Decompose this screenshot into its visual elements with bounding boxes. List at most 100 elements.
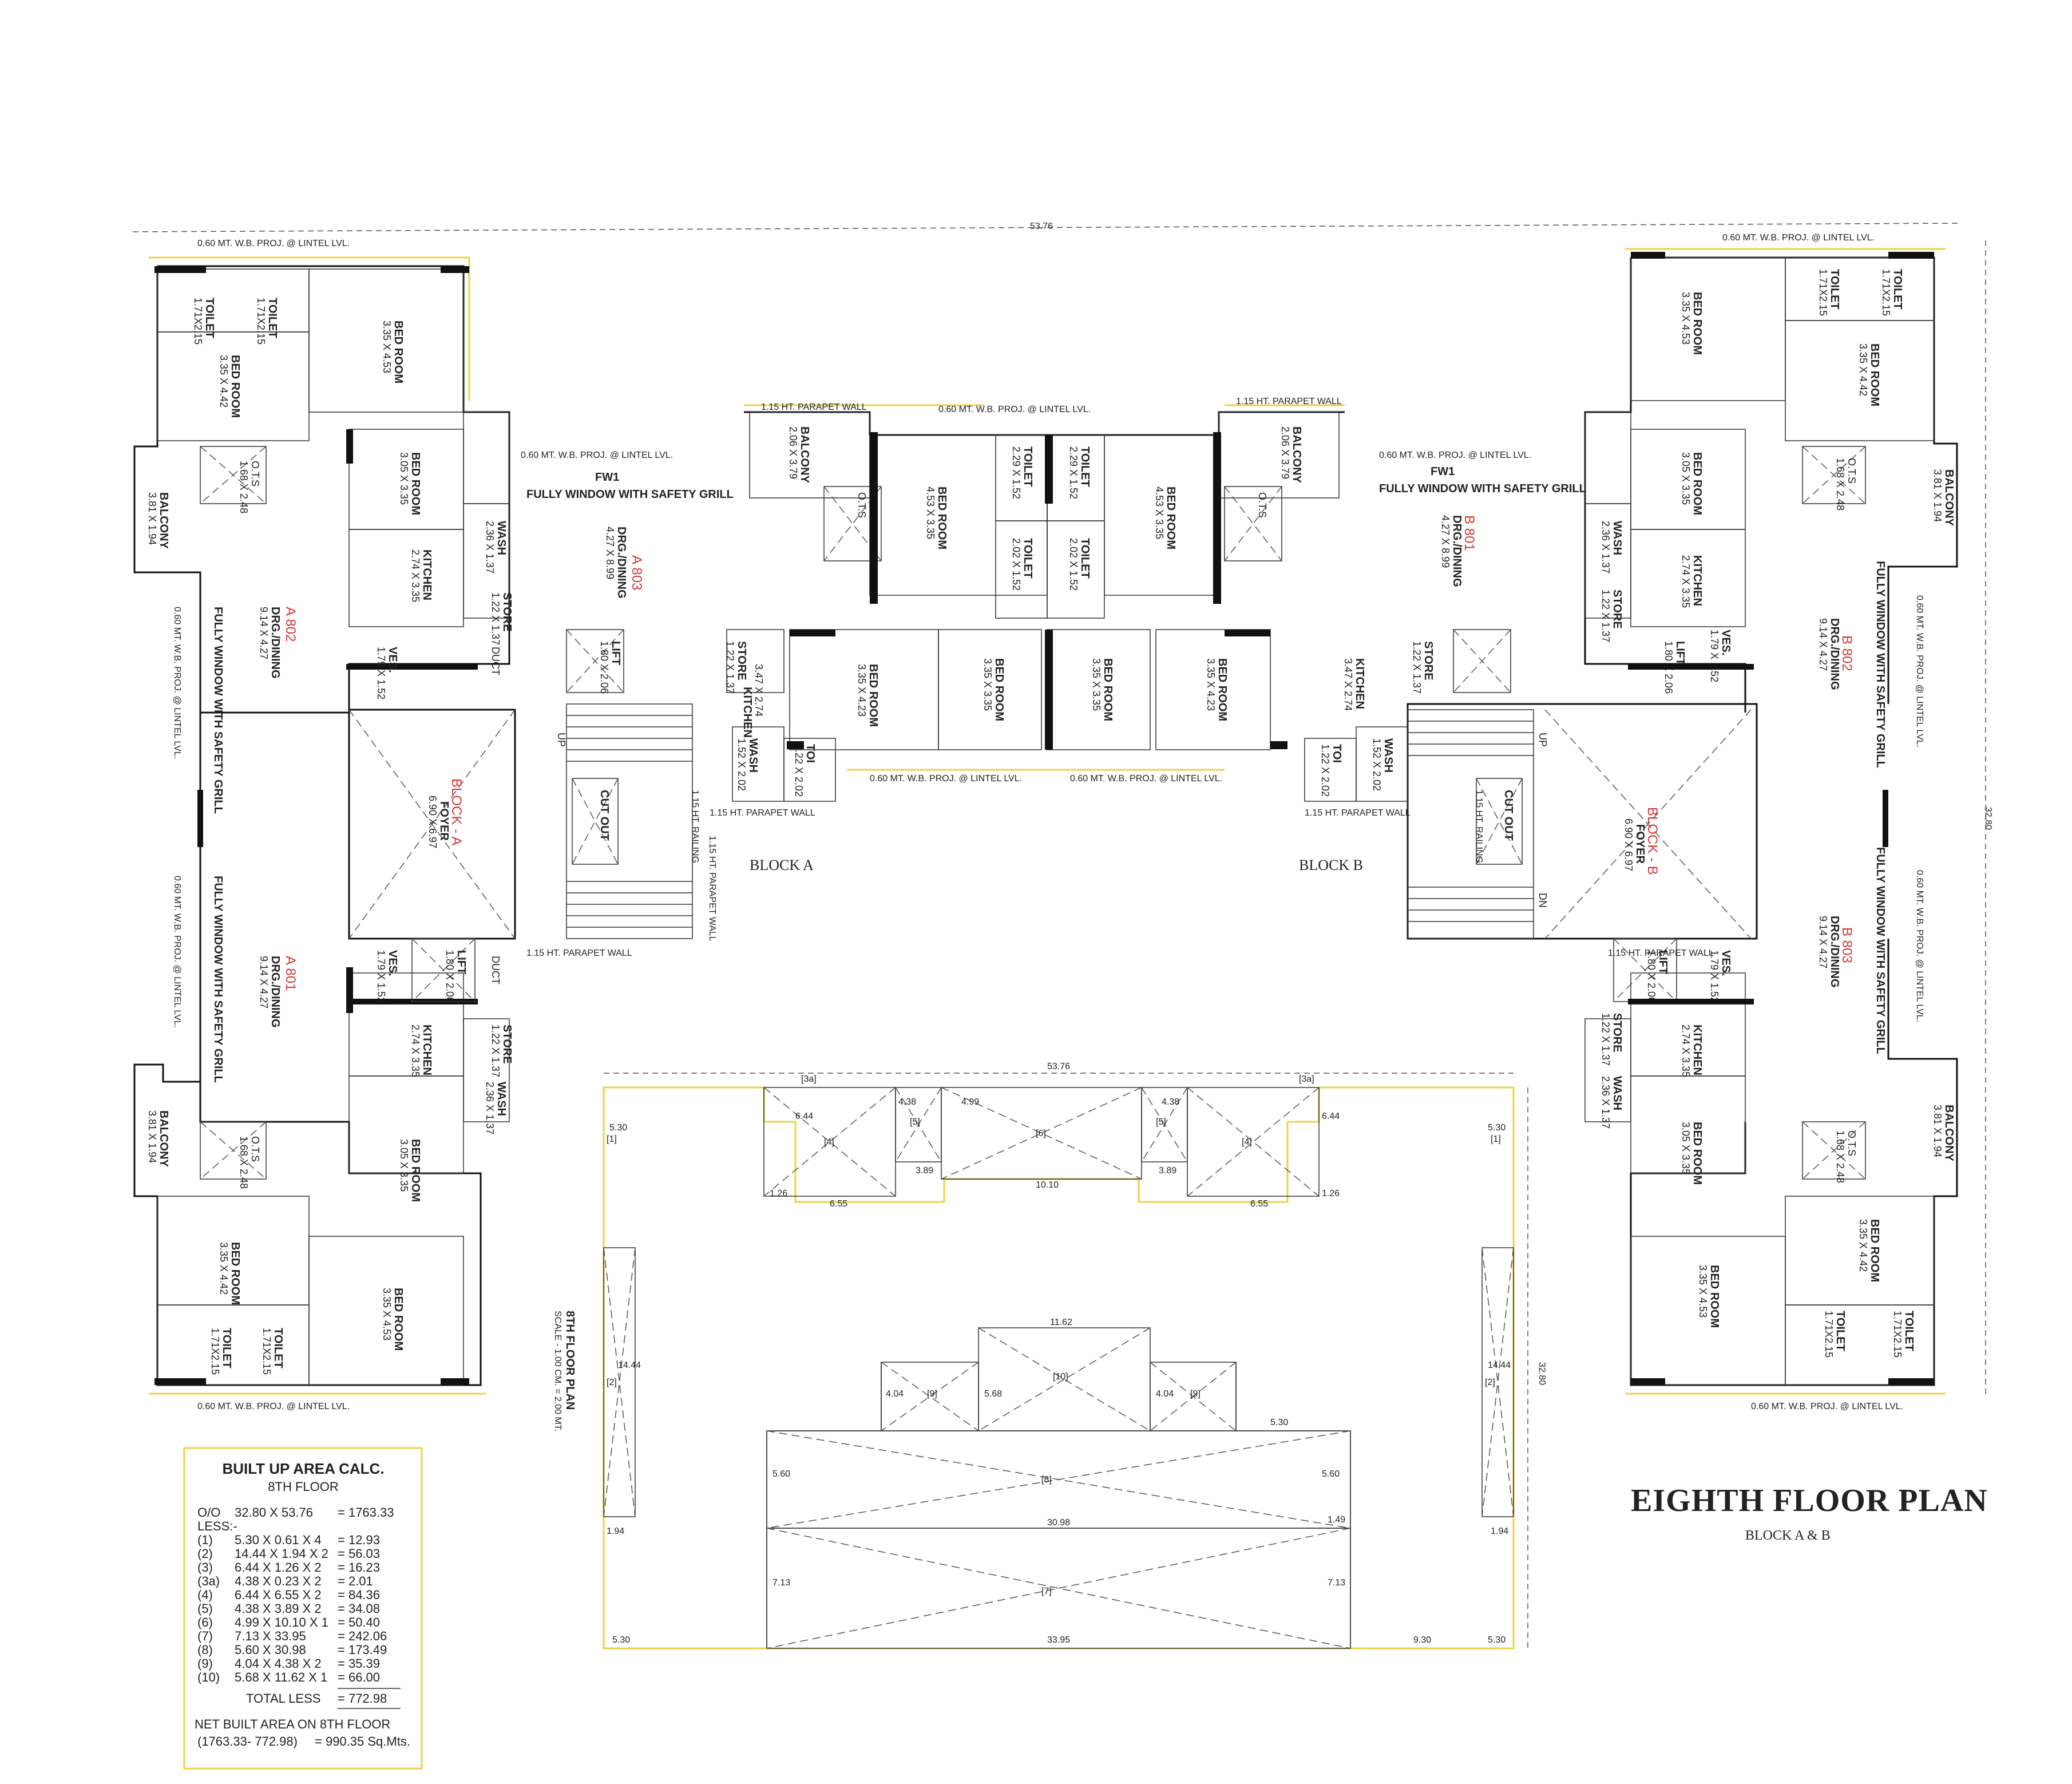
- wash-label: WASH: [1382, 738, 1394, 773]
- fully-window-note: FULLY WINDOW WITH SAFETY GRILL: [1874, 561, 1887, 768]
- calc-row-expr: 4.99 X 10.10 X 1: [235, 1615, 328, 1629]
- bedroom-label: BED ROOM: [936, 486, 948, 549]
- measure-3-89: 3.89: [1159, 1166, 1176, 1176]
- calc-row-expr: 5.30 X 0.61 X 4: [235, 1533, 322, 1547]
- fully-window-note: FULLY WINDOW WITH SAFETY GRILL: [212, 607, 224, 814]
- foyer-dim: 6.90 X 6.97: [427, 796, 438, 848]
- measure-1-94: 1.94: [607, 1526, 624, 1536]
- wb-proj-note: 0.60 MT. W.B. PROJ. @ LINTEL LVL.: [1751, 1402, 1903, 1411]
- kitchen-dim: 2.74 X 3.35: [410, 1024, 421, 1077]
- net-area-expr: (1763.33- 772.98): [197, 1734, 298, 1749]
- unit-a803-label: A 803: [629, 555, 644, 590]
- measure-5-30: 5.30: [609, 1123, 627, 1133]
- calc-row-value: = 56.03: [338, 1546, 380, 1561]
- ots-dim: 1.68 X 2.48: [1835, 1130, 1846, 1183]
- foyer-block-b-label: BLOCK - B: [1645, 807, 1660, 875]
- kitchen-dim: 2.74 X 3.35: [410, 549, 421, 602]
- cutout-label-3a: [3a]: [801, 1074, 817, 1084]
- cutout-label-9: [9]: [927, 1389, 937, 1399]
- bedroom-label: BED ROOM: [409, 1139, 422, 1202]
- wash-label: WASH: [1611, 1076, 1623, 1110]
- balcony-dim: 3.81 X 1.94: [146, 1110, 158, 1163]
- balcony-dim: 2.06 X 3.79: [787, 426, 799, 479]
- bedroom-dim: 3.35 X 4.53: [1680, 292, 1691, 345]
- bedroom-dim: 3.35 X 4.23: [856, 664, 867, 717]
- calc-row-label: (4): [197, 1588, 213, 1602]
- toi-dim: 1.22 X 2.02: [1320, 744, 1331, 797]
- scale-title: 8TH FLOOR PLAN: [564, 1311, 576, 1410]
- balcony-dim: 3.81 X 1.94: [1932, 469, 1943, 522]
- parapet-note: 1.15 HT. PARAPET WALL: [526, 948, 632, 958]
- block-a-left-wing: TOILET 1.71X2.15 TOILET 1.71X2.15 BED RO…: [133, 239, 513, 1411]
- wash-label: WASH: [747, 738, 759, 773]
- plan-title: EIGHTH FLOOR PLAN: [1631, 1483, 1988, 1518]
- store-label: STORE: [1422, 641, 1435, 681]
- calc-row-value: = 35.39: [338, 1656, 380, 1671]
- calc-row-value: = 66.00: [338, 1670, 380, 1684]
- kitchen-label: KITCHEN: [741, 687, 754, 738]
- bedroom-label: BED ROOM: [1691, 292, 1703, 355]
- bedroom-label: BED ROOM: [1164, 486, 1177, 549]
- kitchen-dim: 3.47 X 2.74: [753, 664, 764, 717]
- balcony-dim: 2.06 X 3.79: [1279, 426, 1291, 479]
- measure-4-04: 4.04: [1156, 1389, 1174, 1399]
- measure-30-98: 30.98: [1047, 1518, 1070, 1528]
- bedroom-label: BED ROOM: [1708, 1265, 1721, 1328]
- ots-label: O.T.S: [856, 492, 867, 518]
- lift-label: LIFT: [609, 641, 622, 665]
- toilet-dim: 1.71X2.15: [261, 1328, 272, 1375]
- calc-row-value: = 12.93: [338, 1533, 380, 1547]
- wb-proj-note: 0.60 MT. W.B. PROJ. @ LINTEL LVL.: [1379, 450, 1531, 460]
- measure-10-10: 10.10: [1036, 1180, 1059, 1190]
- store-label: STORE: [1611, 1013, 1623, 1053]
- toilet-dim: 2.29 X 1.52: [1068, 446, 1079, 499]
- measure-4-38: 4.38: [1162, 1097, 1179, 1107]
- measure-1-94: 1.94: [1491, 1526, 1508, 1536]
- measure-7-13: 7.13: [772, 1578, 790, 1588]
- toilet-dim: 1.71X2.15: [1823, 1311, 1835, 1358]
- calc-row-label: (2): [197, 1546, 213, 1561]
- kitchen-label: KITCHEN: [1353, 658, 1366, 709]
- vestibule-label: VES.: [386, 647, 399, 673]
- calc-row-value: = 2.01: [338, 1574, 373, 1588]
- calc-row-expr: 32.80 X 53.76: [235, 1505, 313, 1520]
- calc-row-label: (7): [197, 1629, 213, 1643]
- measure-5-68: 5.68: [984, 1389, 1002, 1399]
- store-label: STORE: [735, 641, 748, 681]
- ots-label: O.T.S: [249, 461, 261, 486]
- fully-window-note: FULLY WINDOW WITH SAFETY GRILL: [1874, 847, 1887, 1054]
- toi-label: TOI: [1330, 744, 1343, 763]
- wb-proj-note: 0.60 MT. W.B. PROJ. @ LINTEL LVL.: [197, 1402, 350, 1411]
- cutout-label-5: [5]: [910, 1117, 920, 1127]
- toilet-label: TOILET: [1834, 1311, 1847, 1351]
- vestibule-label: VES.: [386, 950, 399, 976]
- foyer-dim: 6.90 X 6.97: [1623, 818, 1634, 871]
- kitchen-dim: 2.74 X 3.35: [1680, 555, 1691, 608]
- lift-label: LIFT: [1674, 641, 1686, 665]
- measure-5-60: 5.60: [772, 1469, 790, 1479]
- wash-dim: 2.36 X 1.37: [1600, 1076, 1611, 1129]
- calc-row-label: O/O: [197, 1505, 220, 1520]
- toilet-dim: 2.29 X 1.52: [1011, 446, 1022, 499]
- bedroom-label: BED ROOM: [1216, 658, 1229, 721]
- balcony-label: BALCONY: [798, 426, 811, 484]
- bedroom-label: BED ROOM: [1691, 1122, 1703, 1185]
- measure-1-26: 1.26: [770, 1189, 787, 1198]
- kitchen-label: KITCHEN: [421, 1024, 433, 1075]
- parapet-note: 1.15 HT. PARAPET WALL: [1305, 808, 1411, 818]
- bedroom-dim: 3.35 X 4.42: [218, 355, 229, 408]
- wash-dim: 1.52 X 2.02: [736, 738, 747, 791]
- measure-9-30: 9.30: [1413, 1635, 1431, 1645]
- drg-label: DRG./DINING: [1451, 515, 1463, 587]
- balcony-dim: 3.81 X 1.94: [146, 492, 158, 545]
- calc-row-label: (5): [197, 1601, 213, 1616]
- measure-33-95: 33.95: [1047, 1635, 1070, 1645]
- stair-up-label: UP: [1537, 733, 1548, 747]
- fw1-label: FW1: [1431, 465, 1455, 478]
- cutout-label-4: [4]: [824, 1137, 834, 1147]
- fully-window-note: FULLY WINDOW WITH SAFETY GRILL: [212, 876, 224, 1083]
- parapet-note: 1.15 HT. PARAPET WALL: [761, 402, 867, 412]
- bedroom-dim: 4.53 X 3.35: [925, 486, 936, 539]
